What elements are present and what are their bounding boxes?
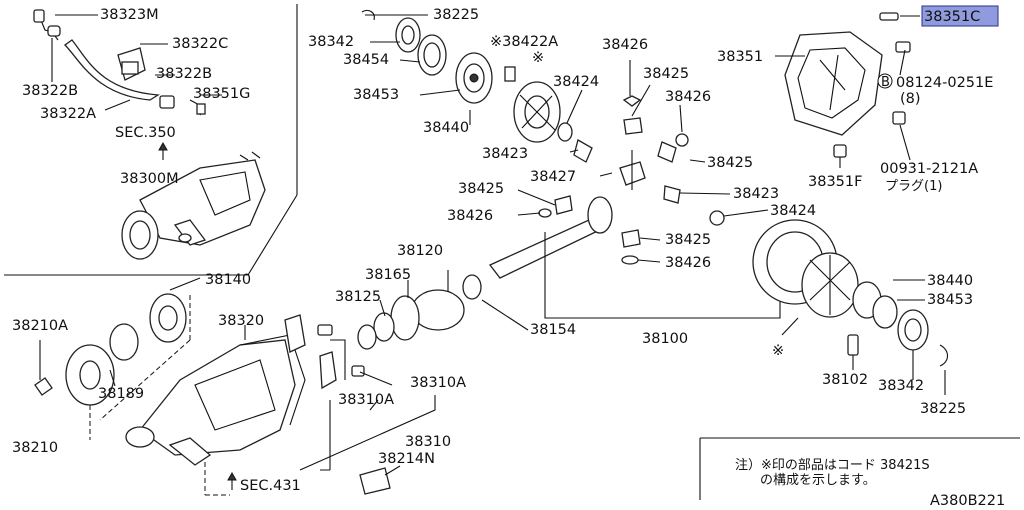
rear-cover-group (775, 12, 920, 168)
label-bolt-code[interactable]: 08124-0251E (896, 75, 993, 91)
label-38426-d[interactable]: 38426 (665, 255, 711, 271)
label-38300M[interactable]: 38300M (120, 171, 179, 187)
label-bolt-qty: (8) (900, 91, 921, 107)
breather-hose-group (33, 9, 206, 116)
label-38453-right[interactable]: 38453 (927, 292, 973, 308)
highlight-38351C (921, 5, 999, 27)
ring-gear-group (752, 219, 949, 395)
diff-case-top (504, 66, 593, 163)
label-38154[interactable]: 38154 (530, 322, 576, 338)
label-38440-right[interactable]: 38440 (927, 273, 973, 289)
part-labels: 38323M 38322C 38322B 38322B 38351G 38322… (12, 7, 993, 494)
label-38454[interactable]: 38454 (343, 52, 389, 68)
label-38426-c[interactable]: 38426 (447, 208, 493, 224)
label-38322C[interactable]: 38322C (172, 36, 228, 52)
label-38310[interactable]: 38310 (405, 434, 451, 450)
label-38440-top[interactable]: 38440 (423, 120, 469, 136)
label-38214N[interactable]: 38214N (378, 451, 435, 467)
label-38120[interactable]: 38120 (397, 243, 443, 259)
label-38320[interactable]: 38320 (218, 313, 264, 329)
label-38424-a[interactable]: 38424 (553, 74, 599, 90)
asterisk-mark-ring: ※ (772, 343, 784, 359)
circle-b-symbol (877, 73, 893, 89)
label-38140[interactable]: 38140 (205, 272, 251, 288)
label-38310A-right[interactable]: 38310A (410, 375, 466, 391)
label-38351G[interactable]: 38351G (193, 86, 250, 102)
label-38424-b[interactable]: 38424 (770, 203, 816, 219)
label-38427[interactable]: 38427 (530, 169, 576, 185)
footnote: 注）※印の部品はコード 38421S の構成を示します。 (735, 458, 930, 488)
side-bearing-group-top (361, 9, 493, 125)
label-38189[interactable]: 38189 (98, 386, 144, 402)
circle-b-letter: B (881, 75, 890, 90)
label-38225-right[interactable]: 38225 (920, 401, 966, 417)
label-38322B-right[interactable]: 38322B (156, 66, 212, 82)
label-38425-a[interactable]: 38425 (643, 66, 689, 82)
leader-lines-top-left (51, 14, 222, 160)
asterisk-mark-top: ※ (532, 50, 544, 66)
label-plug-code[interactable]: 00931-2121A (880, 161, 978, 177)
label-38322A[interactable]: 38322A (40, 106, 96, 122)
label-38102[interactable]: 38102 (822, 372, 868, 388)
label-38425-c[interactable]: 38425 (458, 181, 504, 197)
label-38225-top[interactable]: 38225 (433, 7, 479, 23)
footnote-line-2: の構成を示します。 (760, 473, 876, 488)
label-38423-a[interactable]: 38423 (482, 146, 528, 162)
label-38165[interactable]: 38165 (365, 267, 411, 283)
label-38422A[interactable]: ※38422A (490, 34, 558, 50)
diagram-id: A380B221 (930, 493, 1005, 509)
label-38210[interactable]: 38210 (12, 440, 58, 456)
label-38423-b[interactable]: 38423 (733, 186, 779, 202)
drive-pinion-group (357, 196, 781, 350)
frame-lines (4, 4, 1020, 500)
label-38425-d[interactable]: 38425 (665, 232, 711, 248)
label-38425-b[interactable]: 38425 (707, 155, 753, 171)
label-38426-b[interactable]: 38426 (665, 89, 711, 105)
label-38125[interactable]: 38125 (335, 289, 381, 305)
label-38322B-left[interactable]: 38322B (22, 83, 78, 99)
label-38351C[interactable]: 38351C (924, 9, 980, 25)
companion-flange-group (34, 277, 201, 440)
label-38210A[interactable]: 38210A (12, 318, 68, 334)
footnote-line-1: 注）※印の部品はコード 38421S (735, 458, 930, 473)
label-38351[interactable]: 38351 (717, 49, 763, 65)
differential-assembly-small (121, 151, 266, 260)
label-plug-name: プラグ(1) (885, 179, 942, 194)
differential-carrier-housing (125, 314, 436, 496)
label-sec431[interactable]: SEC.431 (240, 478, 301, 494)
label-sec350[interactable]: SEC.350 (115, 125, 176, 141)
label-38453-top[interactable]: 38453 (353, 87, 399, 103)
label-38100[interactable]: 38100 (642, 331, 688, 347)
label-38351F[interactable]: 38351F (808, 174, 862, 190)
label-38323M[interactable]: 38323M (100, 7, 159, 23)
label-38342-right[interactable]: 38342 (878, 378, 924, 394)
label-38426-a[interactable]: 38426 (602, 37, 648, 53)
label-38342-top[interactable]: 38342 (308, 34, 354, 50)
label-38310A-left[interactable]: 38310A (338, 392, 394, 408)
leader-lines-pinion (517, 60, 769, 263)
